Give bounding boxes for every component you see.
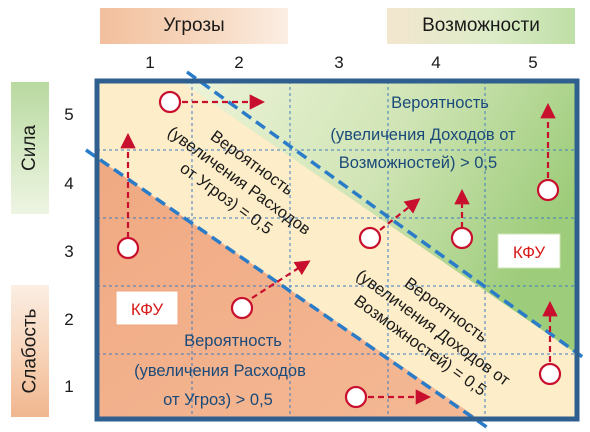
position-markers: [116, 90, 562, 409]
movement-arrows: [120, 94, 558, 405]
threats-header: Угрозы: [100, 8, 288, 44]
x-tick-2: 2: [234, 53, 244, 72]
x-tick-1: 1: [145, 53, 155, 72]
x-tick-5: 5: [528, 53, 538, 72]
opportunity-zone-line3: Возможностей) > 0,5: [339, 154, 497, 172]
marker-circle: [358, 226, 382, 250]
threats-header-label: Угрозы: [163, 15, 225, 36]
marker-circle: [116, 236, 140, 260]
marker-circle: [450, 226, 474, 250]
kfu-badge-left-text: КФУ: [131, 300, 163, 319]
boundary-opportunity-line: [185, 70, 586, 360]
y-tick-3: 3: [64, 242, 74, 261]
threat-zone-line3: от Угроз) > 0,5: [163, 391, 273, 409]
kfu-badge-right: [497, 233, 561, 269]
y-tick-5: 5: [64, 105, 74, 124]
opportunities-header: Возможности: [387, 8, 575, 44]
marker-circle: [344, 385, 368, 409]
arrow-diag-mid: [379, 198, 421, 231]
arrow-diag-low: [251, 260, 311, 299]
kfu-badge-right-text: КФУ: [513, 243, 545, 262]
x-tick-4: 4: [431, 53, 441, 72]
boundary-threat-line: [85, 148, 489, 430]
strength-side-label: Сила: [11, 82, 49, 214]
threat-zone-line2: (увеличения Расходов: [134, 362, 306, 380]
opportunity-zone-line2: (увеличения Доходов от: [330, 126, 516, 144]
y-tick-2: 2: [64, 310, 74, 329]
threat-zone-line1: Вероятность: [184, 332, 282, 350]
y-tick-4: 4: [64, 174, 74, 193]
y-tick-1: 1: [64, 377, 74, 396]
weakness-side-label: Слабость: [11, 285, 49, 417]
opportunity-zone-line1: Вероятность: [391, 94, 489, 112]
marker-circle: [536, 178, 560, 202]
marker-circle: [538, 362, 562, 386]
marker-circle: [230, 296, 254, 320]
grid-lines: [97, 81, 577, 419]
opportunities-header-label: Возможности: [422, 15, 540, 36]
matrix-frame: [94, 78, 580, 422]
x-tick-3: 3: [334, 53, 344, 72]
kfu-badge-left: [115, 290, 179, 326]
marker-circle: [158, 90, 182, 114]
